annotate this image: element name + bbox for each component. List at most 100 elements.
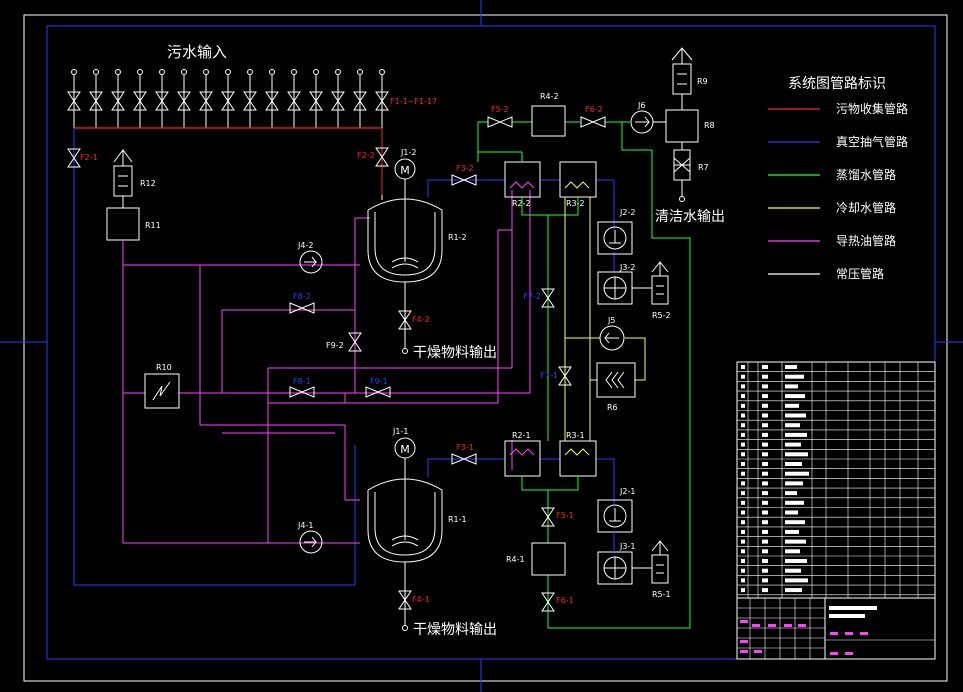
label-f3-2: F3-2	[456, 164, 474, 173]
inlet-valve[interactable]	[199, 69, 213, 129]
label-r4-1: R4-1	[506, 555, 525, 564]
label-r12: R12	[140, 179, 156, 188]
reactor-r1-2: M	[367, 158, 443, 283]
inlet-valve[interactable]	[89, 69, 103, 129]
inlet-valve[interactable]	[375, 69, 389, 129]
label-f6-1: F6-1	[556, 596, 574, 605]
label-j1-1: J1-1	[392, 427, 408, 436]
label-r8: R8	[704, 121, 715, 130]
inlet-valve[interactable]	[353, 69, 367, 129]
label-j6: J6	[637, 101, 645, 110]
label-r7: R7	[698, 163, 709, 172]
label-r10: R10	[156, 363, 172, 372]
label-j1-2: J1-2	[400, 148, 416, 157]
inlet-valve[interactable]	[331, 69, 345, 129]
inlet-valve[interactable]	[111, 69, 125, 129]
inlet-valve[interactable]	[265, 69, 279, 129]
label-r1-1: R1-1	[448, 515, 467, 524]
outer-frame	[23, 14, 948, 682]
label-j3-1: J3-1	[619, 542, 635, 551]
r8-tank	[665, 109, 699, 143]
title-block	[736, 361, 936, 660]
heat-oil-network	[122, 190, 531, 544]
r9-filter	[671, 47, 693, 110]
label-r9: R9	[697, 77, 708, 86]
r5-1-filter	[651, 540, 669, 584]
legend-title: 系统图管路标识	[788, 76, 886, 92]
label-f9-2: F9-2	[326, 341, 344, 350]
pump-j4-1[interactable]	[299, 530, 323, 554]
title-grid	[737, 598, 935, 659]
motor-m-2: M	[400, 164, 410, 177]
cooler-r6	[596, 362, 636, 398]
inlet-valve[interactable]	[155, 69, 169, 129]
valve-f8-1[interactable]	[289, 386, 315, 398]
label-r1-2: R1-2	[448, 233, 467, 242]
label-j5: J5	[607, 316, 615, 325]
label-f4-1: F4-1	[412, 595, 430, 604]
label-f6-2: F6-2	[585, 105, 603, 114]
legend-item: 常压管路	[768, 266, 884, 281]
valve-f5-2[interactable]	[487, 116, 513, 128]
motor-m-1: M	[400, 443, 410, 456]
sewage-inlet-manifold: 污水输入 F1-1~F1-17	[67, 43, 437, 129]
inlet-valve[interactable]	[309, 69, 323, 129]
inlet-valve[interactable]	[287, 69, 301, 129]
label-f3-1: F3-1	[456, 443, 474, 452]
label-j2-1: J2-1	[619, 487, 635, 496]
inlet-valve[interactable]	[133, 69, 147, 129]
legend-item: 真空抽气管路	[768, 134, 908, 149]
dry-output-bottom: 干燥物料输出	[413, 622, 497, 638]
condenser-r3-2	[559, 161, 597, 198]
label-f7-1: F7-1	[540, 371, 558, 380]
pump-j6[interactable]	[630, 110, 654, 134]
vacuum-pump-j2-2[interactable]	[597, 221, 633, 255]
legend-label: 冷却水管路	[836, 200, 896, 215]
inlet-valve[interactable]	[243, 69, 257, 129]
r4-2-tank	[531, 105, 566, 137]
label-j4-1: J4-1	[297, 521, 313, 530]
condenser-r2-1	[504, 440, 541, 477]
label-r2-2: R2-2	[512, 199, 531, 208]
inlet-valve[interactable]	[221, 69, 235, 129]
label-f1: F1-1~F1-17	[390, 97, 437, 106]
pump-j4-2[interactable]	[299, 250, 323, 274]
pump-j5[interactable]	[599, 325, 625, 351]
condenser-r2-2	[504, 161, 541, 198]
reactor-r1-1: M	[367, 437, 443, 563]
legend-item: 导热油管路	[768, 233, 896, 248]
r12-filter: R12	[113, 149, 156, 197]
label-r2-1: R2-1	[512, 431, 531, 440]
r10-heater	[144, 373, 180, 409]
vacuum-pump-j2-1[interactable]	[597, 499, 633, 533]
inlet-valve[interactable]	[177, 69, 191, 129]
valve-f6-2[interactable]	[580, 116, 606, 128]
sewage-inlet-title: 污水输入	[167, 43, 227, 61]
r11-vessel	[106, 207, 140, 241]
label-f9-1: F9-1	[370, 377, 388, 386]
legend-label: 污物收集管路	[836, 101, 908, 116]
label-f5-1: F5-1	[556, 511, 574, 520]
label-f8-2: F8-2	[293, 292, 311, 301]
label-j4-2: J4-2	[297, 241, 313, 250]
condenser-r3-1	[559, 440, 597, 477]
legend-label: 导热油管路	[836, 233, 896, 248]
inlet-valve[interactable]	[67, 69, 81, 129]
label-r5-1: R5-1	[652, 590, 671, 599]
valve-f9-1[interactable]	[365, 386, 391, 398]
vacuum-pump-j3-2[interactable]	[597, 271, 633, 305]
valve-f8-2[interactable]	[289, 302, 315, 314]
r5-2-filter	[651, 261, 669, 305]
vacuum-pump-j3-1[interactable]	[597, 551, 633, 585]
inner-frame	[46, 25, 936, 660]
label-r3-1: R3-1	[566, 431, 585, 440]
legend-item: 冷却水管路	[768, 200, 896, 215]
label-f8-1: F8-1	[293, 377, 311, 386]
label-f5-2: F5-2	[491, 105, 509, 114]
dry-output-top: 干燥物料输出	[413, 345, 497, 361]
label-j3-2: J3-2	[619, 263, 635, 272]
label-r11: R11	[145, 221, 161, 230]
label-r4-2: R4-2	[540, 92, 559, 101]
